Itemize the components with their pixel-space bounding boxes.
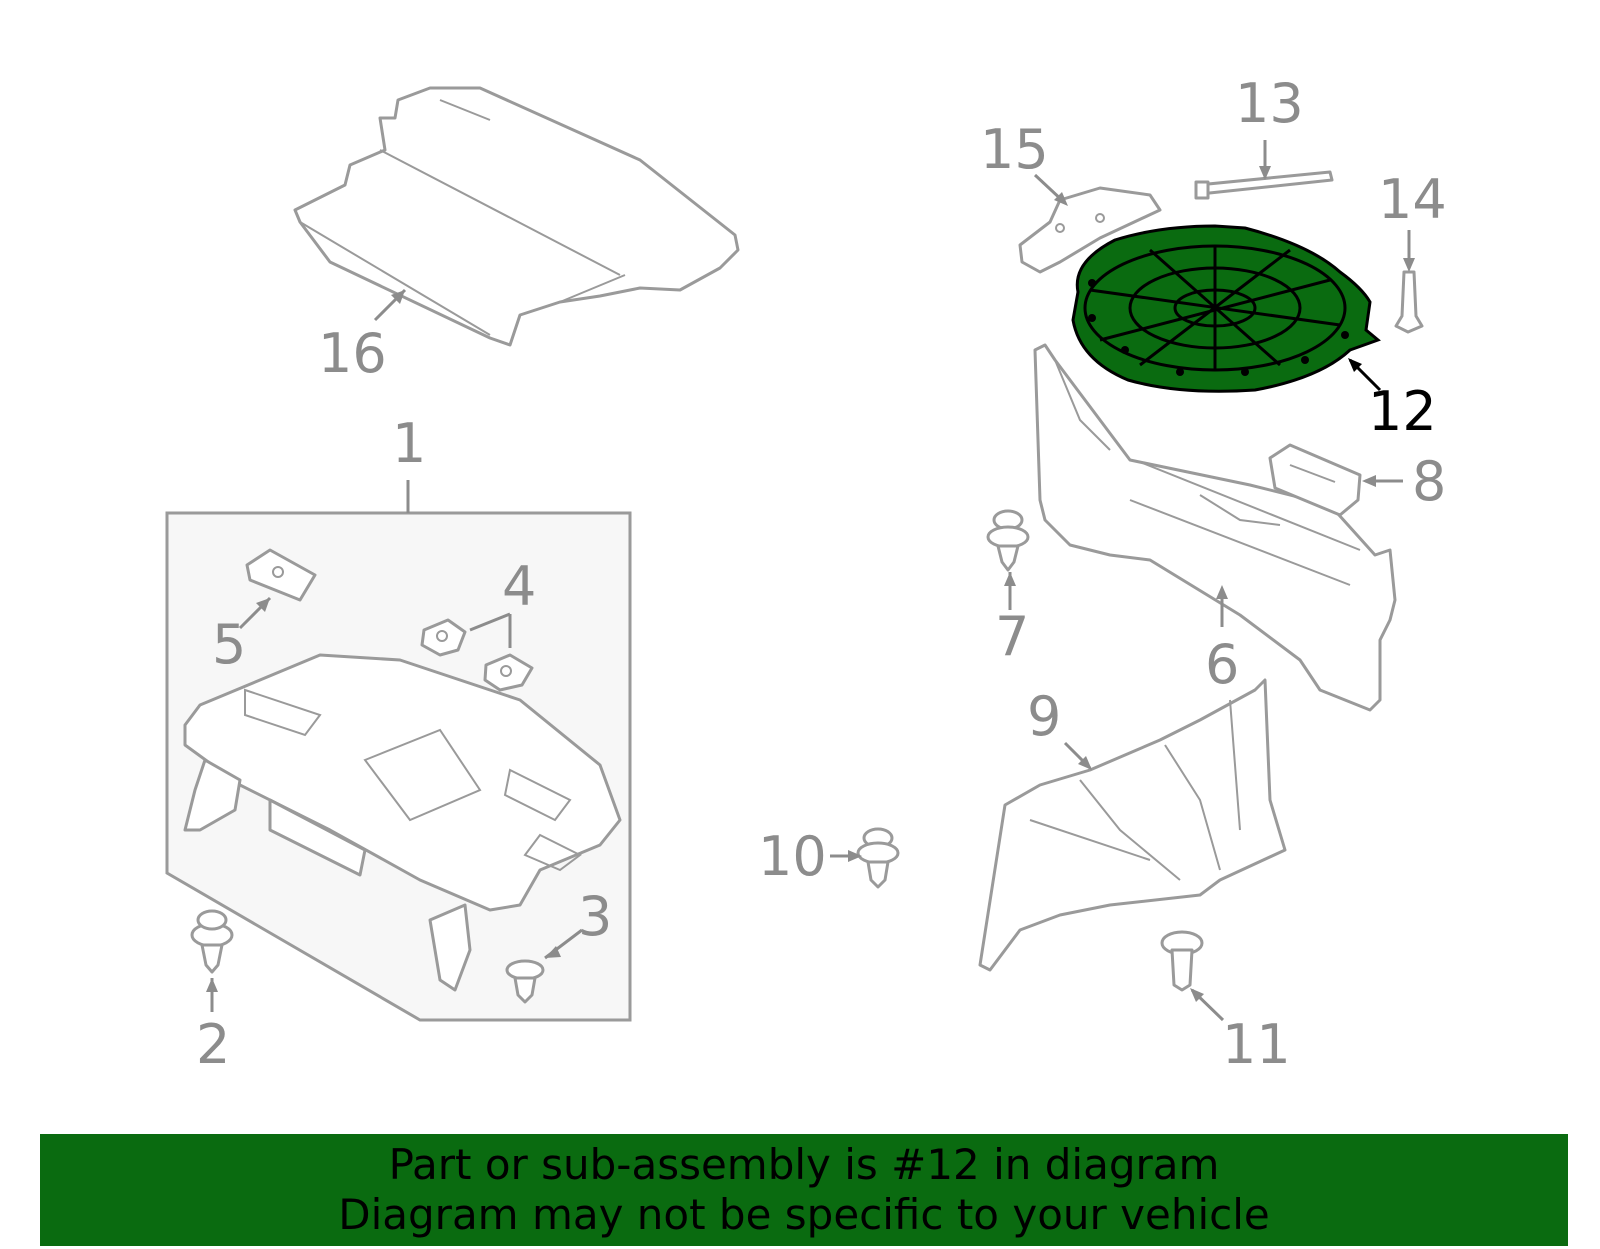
part-8-bracket[interactable] (1268, 443, 1362, 517)
callout-1: 1 (392, 412, 426, 475)
part-11-push-clip[interactable] (1160, 930, 1204, 992)
part-3-push-clip[interactable] (505, 959, 545, 1004)
callout-15: 15 (980, 118, 1049, 181)
part-9-side-trim[interactable] (978, 678, 1287, 972)
callout-9: 9 (1027, 685, 1061, 748)
part-1-rear-shelf[interactable] (183, 653, 622, 992)
leader-lines (206, 140, 1415, 1022)
info-banner: Part or sub-assembly is #12 in diagram D… (40, 1134, 1568, 1246)
callout-10: 10 (758, 825, 827, 888)
part-6-rear-trim[interactable] (1033, 343, 1397, 712)
callout-14: 14 (1378, 168, 1447, 231)
callout-5: 5 (212, 613, 246, 676)
callout-12: 12 (1368, 380, 1437, 443)
part-10-push-clip[interactable] (856, 827, 900, 889)
part-4-bracket-b[interactable] (483, 653, 534, 692)
part-14-fastener[interactable] (1394, 270, 1424, 334)
callout-4: 4 (502, 555, 536, 618)
callout-11: 11 (1222, 1013, 1291, 1076)
callout-labels: 1 2 3 4 5 6 7 8 9 10 11 12 13 14 15 16 (196, 72, 1447, 1076)
banner-line-1: Part or sub-assembly is #12 in diagram (388, 1140, 1220, 1189)
part-2-push-clip[interactable] (190, 909, 234, 974)
part-13-bolt[interactable] (1194, 170, 1334, 200)
callout-13: 13 (1235, 72, 1304, 135)
callout-16: 16 (318, 322, 387, 385)
callout-3: 3 (578, 885, 612, 948)
part-7-push-clip[interactable] (986, 509, 1030, 572)
callout-7: 7 (995, 605, 1029, 668)
callout-8: 8 (1412, 450, 1446, 513)
callout-2: 2 (196, 1013, 230, 1076)
part-12-spare-tire-cover[interactable] (1071, 224, 1381, 393)
banner-line-2: Diagram may not be specific to your vehi… (338, 1190, 1270, 1239)
part-16-tray-cover[interactable] (293, 86, 740, 347)
part-4-bracket-a[interactable] (420, 618, 467, 657)
part-15-bracket[interactable] (1018, 186, 1162, 274)
part-5-bracket[interactable] (245, 548, 317, 602)
callout-6: 6 (1205, 633, 1239, 696)
